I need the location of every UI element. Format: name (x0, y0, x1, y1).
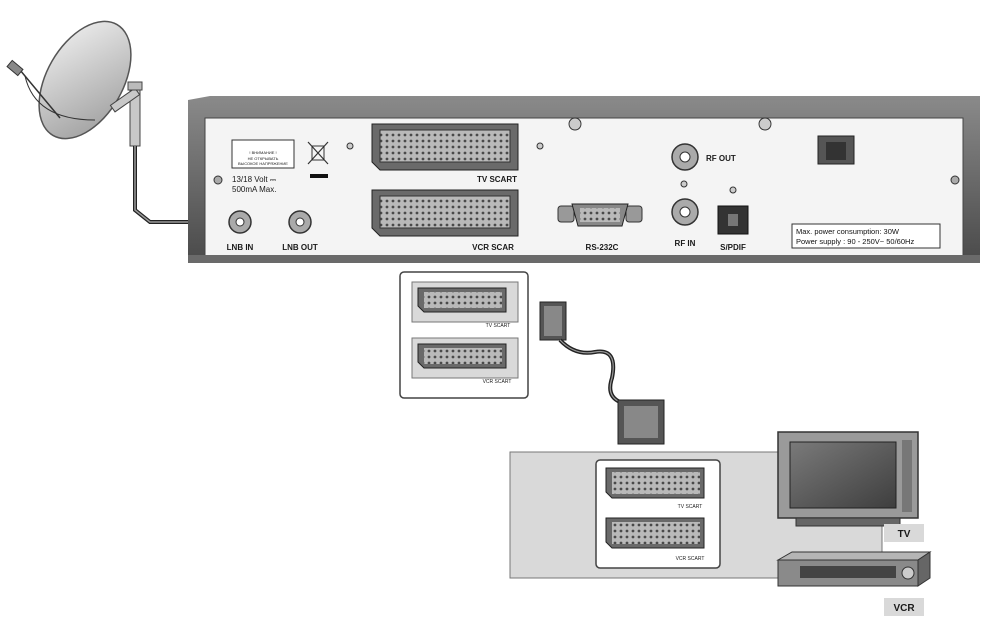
rf-out-label: RF OUT (706, 154, 736, 163)
lnb-in-label: LNB IN (227, 243, 254, 252)
scart-cable (539, 301, 665, 445)
tv-panel-vcr-scart-label: VCR SCART (676, 556, 705, 562)
rs232-port (557, 203, 643, 227)
voltage-label-2: 500mA Max. (232, 185, 276, 194)
warning-title: ! ВНИМАНИЕ ! (249, 150, 276, 155)
tv-label: TV (898, 529, 911, 540)
detail-tv-scart-label: TV SCART (486, 323, 511, 329)
power-cable-socket (817, 135, 855, 165)
tv-icon (777, 431, 919, 527)
tv-panel-tv-scart-label: TV SCART (678, 504, 703, 510)
satellite-dish (6, 20, 143, 147)
power-consumption-text: Max. power consumption: 30W (796, 227, 900, 236)
rf-in-port (671, 198, 699, 226)
spdif-port (717, 205, 749, 235)
vcr-scart-port (371, 189, 519, 237)
vcr-scart-label: VCR SCAR (472, 243, 514, 252)
tv-scart-port (371, 123, 519, 171)
spdif-label: S/PDIF (720, 243, 746, 252)
vcr-label: VCR (893, 603, 915, 614)
weee-bin-icon (307, 141, 329, 178)
lnb-in-port (228, 210, 252, 234)
rs232-label: RS-232C (586, 243, 619, 252)
rf-out-port (671, 143, 699, 171)
warning-line2: ВЫСОКОЕ НАПРЯЖЕНИЕ (238, 161, 288, 166)
tv-scart-label: TV SCART (477, 175, 517, 184)
lnb-out-label: LNB OUT (282, 243, 318, 252)
warning-label: ! ВНИМАНИЕ ! НЕ ОТКРЫВАТЬ ВЫСОКОЕ НАПРЯЖ… (231, 139, 295, 169)
power-supply-text: Power supply : 90 - 250V~ 50/60Hz (796, 237, 914, 246)
power-info-box: Max. power consumption: 30W Power supply… (791, 223, 941, 249)
vcr-tag: VCR (884, 598, 924, 616)
warning-line1: НЕ ОТКРЫВАТЬ (248, 156, 279, 161)
detail-vcr-scart-label: VCR SCART (483, 379, 512, 385)
tv-tag: TV (884, 524, 924, 542)
lnb-out-port (288, 210, 312, 234)
voltage-label-1: 13/18 Volt ⎓ (232, 175, 277, 184)
vcr-icon (776, 551, 932, 587)
rf-in-label: RF IN (675, 239, 696, 248)
receiver-scart-detail (399, 271, 529, 399)
